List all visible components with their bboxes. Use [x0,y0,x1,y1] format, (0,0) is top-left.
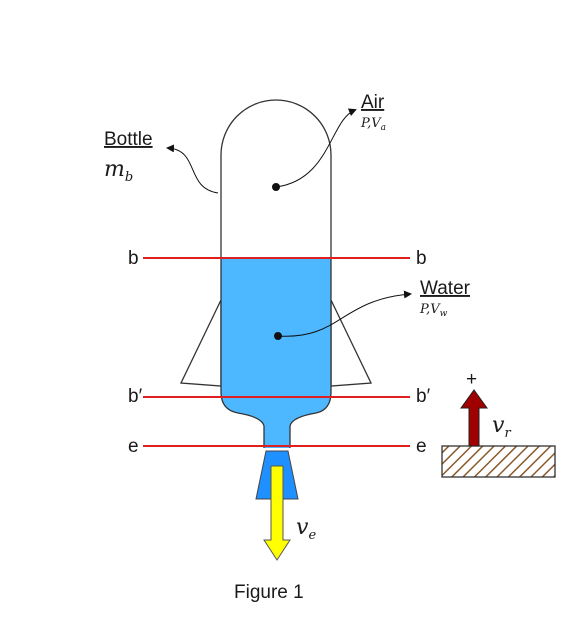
air-leader [275,108,357,188]
water-leader [277,290,412,337]
level-b-prime-right-label: b′ [416,386,431,407]
level-e-right-label: e [416,436,427,457]
bottle-mass-symbol: mb [104,157,133,185]
water-region [221,258,331,448]
exit-velocity-label: ve [296,515,316,543]
exit-velocity-arrow [263,465,291,561]
level-b-right-label: b [416,248,427,269]
left-fin [180,299,222,387]
figure-caption: Figure 1 [234,582,304,603]
bottle-body [220,99,332,448]
level-b-left-label: b [128,248,139,269]
level-e-left-label: e [128,436,139,457]
air-label: Air [361,92,385,113]
bottle-label: Bottle [104,129,153,150]
bottle-leader [166,144,219,194]
water-label: Water [420,278,471,299]
positive-direction-sign: + [466,369,477,390]
rocket-velocity-arrow [460,389,488,447]
air-props: P,Va [360,116,386,133]
rocket-velocity-label: vr [492,413,511,441]
level-b-prime-left-label: b′ [128,386,143,407]
ground-block [441,445,556,478]
water-props: P,Vw [419,302,448,319]
